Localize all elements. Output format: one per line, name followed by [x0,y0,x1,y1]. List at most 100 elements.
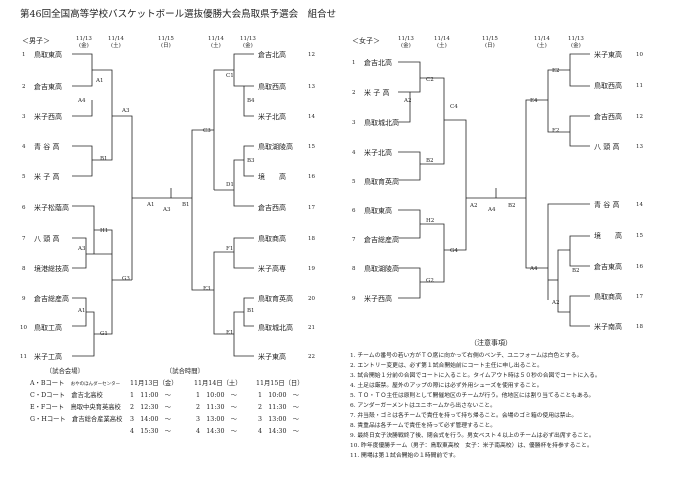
match-label: B1 [247,308,255,314]
venue-row: C・Dコート 倉吉北高校 [30,390,103,399]
match-label: D1 [226,182,234,188]
date-weekday: (金) [79,43,89,49]
date-day: 11/14 [108,36,124,42]
date-weekday: (金) [571,43,581,49]
match-label: E2 [552,68,560,74]
match-label: A2 [404,98,412,104]
team-number: 8 [22,266,26,272]
team-number: 7 [352,237,356,243]
team-number: 5 [22,174,26,180]
team-number: 10 [20,325,27,331]
venues-heading: 〔試合会場〕 [46,368,84,375]
boys-date-5: 11/13(金) [240,36,256,50]
note-item: 8. 貴重品は各チームで責任を持って必ず管理すること。 [350,423,497,429]
time-cell: 2 11:30 ～ [258,404,300,411]
team-number: 8 [352,266,356,272]
team-number: 15 [308,144,315,150]
team-number: 10 [636,52,643,58]
team-name: 鳥取商高 [594,293,622,301]
team-name: 米子北高 [364,149,392,157]
boys-date-3: 11/15(日) [158,36,174,50]
team-name: 倉吉東高 [594,263,622,271]
match-label: A1 [147,202,155,208]
note-item: 10. 昨年度優勝チーム（男子：鳥取東高校 女子：米子南高校）は、優勝杯を持参す… [350,443,593,449]
date-weekday: (日) [161,43,171,49]
team-name: 米子高専 [258,265,286,273]
team-name: 鳥取工高 [34,324,62,332]
date-day: 11/13 [398,36,414,42]
times-col-head: 11月15日（日） [256,380,304,387]
team-number: 17 [636,294,643,300]
date-weekday: (金) [243,43,253,49]
team-name: 米子西高 [34,113,62,121]
venue-court: G・Hコート [30,416,66,423]
girls-date-5: 11/13(金) [568,36,584,50]
match-label: B1 [100,156,108,162]
team-number: 16 [308,174,315,180]
boys-date-2: 11/14(土) [108,36,124,50]
team-name: 倉吉北高 [364,59,392,67]
team-name: 鳥取育英高 [258,295,293,303]
time-cell: 1 10:00 ～ [258,392,300,399]
time-cell: 3 13:00 ～ [196,416,238,423]
team-number: 2 [352,90,356,96]
note-item: 7. 弁当殻・ゴミは各チームで責任を持って持ち帰ること。会場のゴミ箱の使用は禁止… [350,413,578,419]
team-name: 米子東高 [594,51,622,59]
match-label: B4 [247,98,255,104]
team-number: 16 [636,264,643,270]
team-name: 鳥取西高 [594,82,622,90]
team-name: 八 頭 高 [594,143,620,151]
girls-date-3: 11/15(日) [482,36,498,50]
team-number: 5 [352,179,356,185]
team-name: 境 高 [258,173,286,181]
note-item: 5. ＴＯ・ＴＯ主任は原則として開催地区のチームが行う。他地区には割り当てること… [350,393,595,399]
team-name: 米 子 高 [364,89,390,97]
boys-date-1: 11/13(金) [76,36,92,50]
match-label: B2 [572,268,580,274]
team-number: 17 [308,205,315,211]
team-name: 倉吉西高 [594,113,622,121]
team-number: 4 [352,150,356,156]
match-label: C1 [226,73,234,79]
team-number: 14 [636,202,643,208]
team-number: 18 [636,324,643,330]
date-weekday: (土) [437,43,447,49]
team-name: 青 谷 高 [34,143,60,151]
date-weekday: (日) [485,43,495,49]
date-day: 11/13 [76,36,92,42]
match-label: A4 [488,207,496,213]
match-label: F1 [226,246,234,252]
page-title: 第46回全国高等学校バスケットボール選抜優勝大会鳥取県予選会 組合せ [20,9,337,20]
date-weekday: (土) [211,43,221,49]
match-label: A1 [78,308,86,314]
match-label: B2 [426,158,434,164]
team-name: 鳥取育英高 [364,178,399,186]
girls-heading: ＜女子＞ [352,37,380,45]
venue-name: 倉吉北高校 [71,392,103,399]
match-label: C4 [450,104,458,110]
times-col-head: 11月13日（金） [130,380,178,387]
girls-date-1: 11/13(金) [398,36,414,50]
team-name: 鳥取湖陵高 [258,143,293,151]
team-number: 9 [22,296,26,302]
team-name: 米子東高 [258,353,286,361]
team-number: 20 [308,296,315,302]
time-cell: 1 10:00 ～ [196,392,238,399]
note-item: 3. 試合開始１分前の合図でコートに入ること。タイムアウト時は５０秒の合図でコー… [350,373,601,379]
date-day: 11/14 [208,36,224,42]
date-weekday: (土) [111,43,121,49]
date-day: 11/13 [240,36,256,42]
notes-heading: （注意事項） [470,339,512,347]
times-heading: 〔試合時間〕 [166,368,204,375]
boys-heading: ＜男子＞ [22,37,50,45]
team-number: 12 [308,52,315,58]
team-name: 鳥取城北高 [364,119,399,127]
team-number: 18 [308,236,315,242]
team-name: 境 高 [594,232,622,240]
note-item: 9. 最終日女子決勝戦終了後、閉会式を行う。男女ベスト４以上のチームは必ず出席す… [350,433,595,439]
match-label: G4 [450,248,458,254]
date-day: 11/13 [568,36,584,42]
team-name: 鳥取城北高 [258,324,293,332]
match-label: E3 [203,286,211,292]
